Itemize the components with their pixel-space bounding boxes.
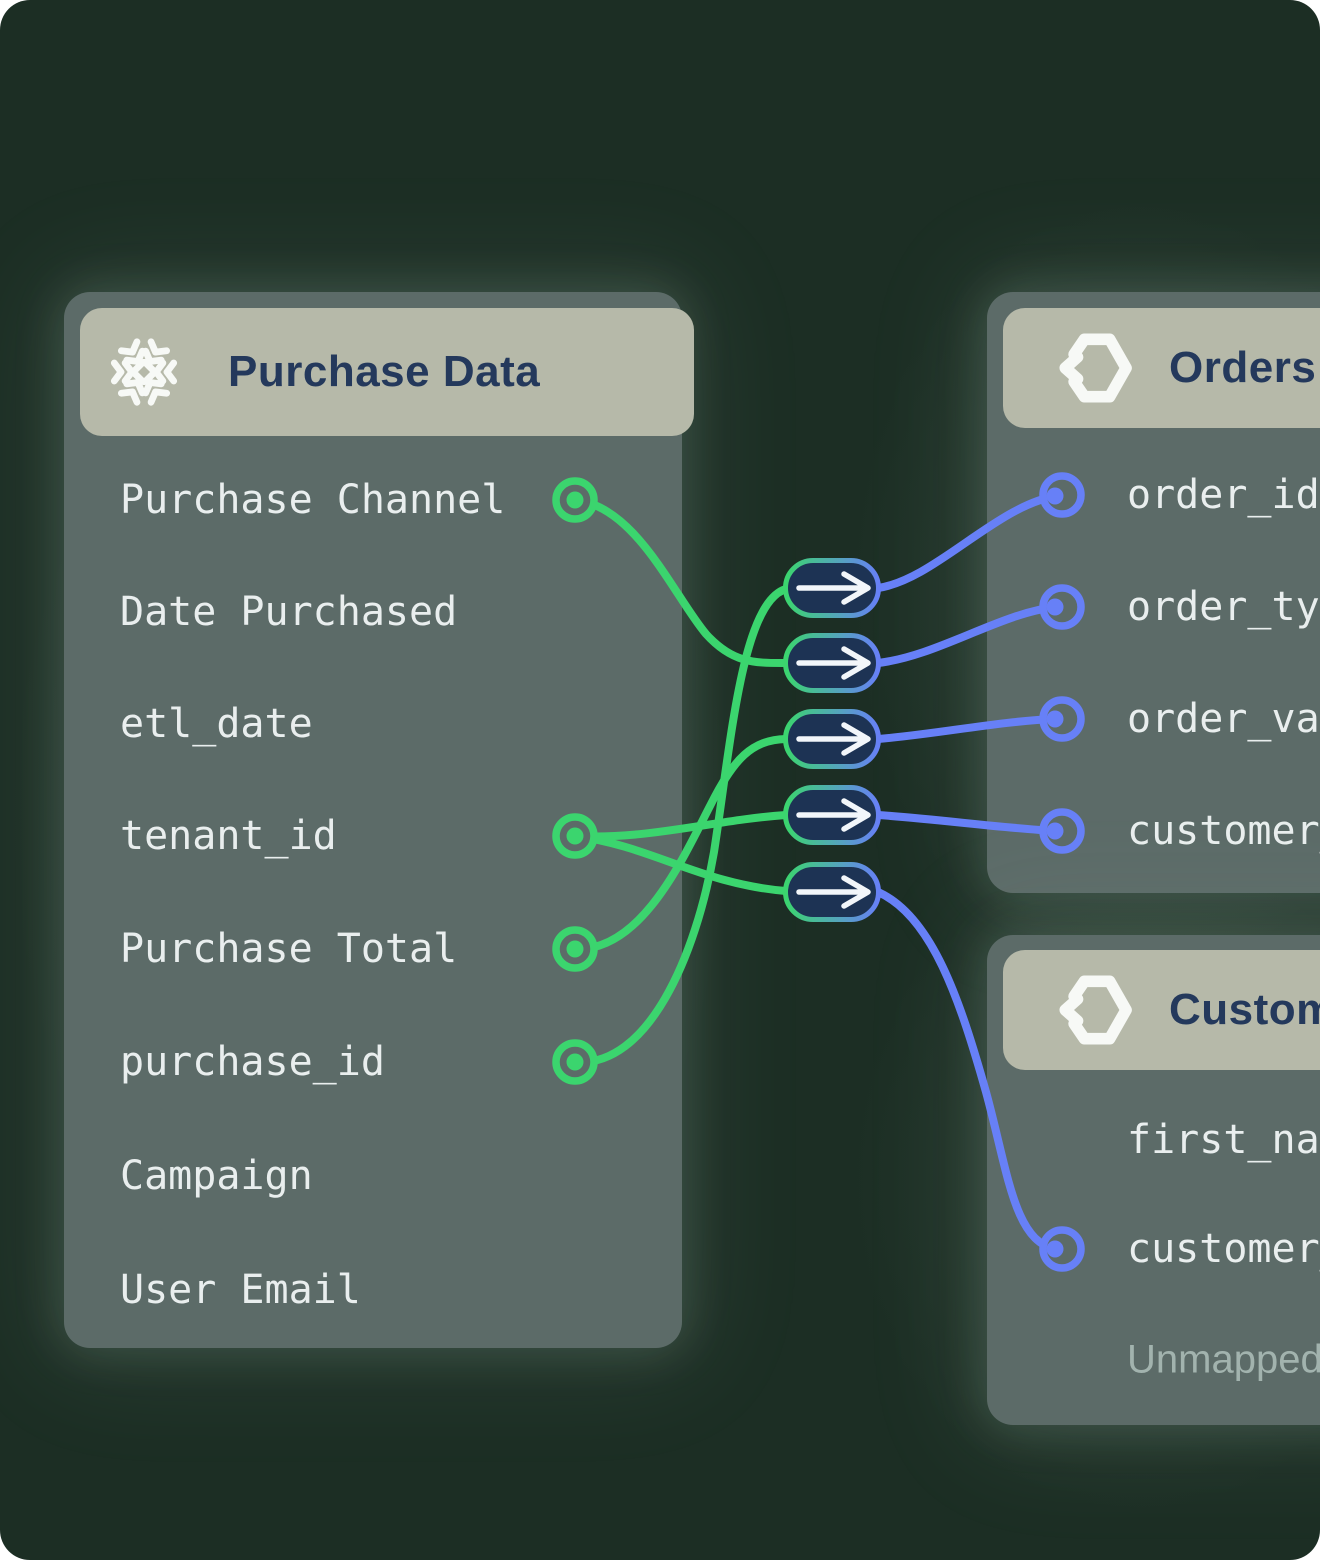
- mapping-pill-order-type[interactable]: [783, 633, 881, 693]
- arrow-right-icon: [796, 571, 871, 605]
- unmapped-label: Unmapped: [1127, 1337, 1320, 1382]
- arrow-right-icon: [796, 722, 871, 756]
- field-campaign: Campaign: [120, 1153, 313, 1199]
- mapping-pill-order-value[interactable]: [783, 709, 881, 769]
- field-first-name: first_name: [1127, 1117, 1320, 1163]
- field-purchase-id: purchase_id: [120, 1039, 385, 1085]
- panel-customers: Customers first_name customer_id Unmappe…: [987, 935, 1320, 1425]
- mapping-pill-customers-customer-id[interactable]: [783, 862, 881, 922]
- field-purchase-total: Purchase Total: [120, 926, 458, 972]
- mapping-pills: [783, 558, 881, 922]
- snowflake-icon: [110, 338, 178, 406]
- panel-orders-header: Orders: [1003, 308, 1320, 428]
- arrow-right-icon: [796, 798, 871, 832]
- panel-orders: Orders order_id order_type order_value c…: [987, 292, 1320, 893]
- panel-purchase-data-header: Purchase Data: [80, 308, 694, 436]
- panel-orders-title: Orders: [1169, 343, 1317, 392]
- panel-customers-title: Customers: [1169, 985, 1320, 1034]
- field-orders-customer-id: customer_id: [1127, 808, 1320, 854]
- field-customers-customer-id: customer_id: [1127, 1226, 1320, 1272]
- mapping-pill-order-id[interactable]: [783, 558, 881, 618]
- field-date-purchased: Date Purchased: [120, 589, 458, 635]
- field-tenant-id: tenant_id: [120, 813, 337, 859]
- mapping-pill-orders-customer-id[interactable]: [783, 785, 881, 845]
- field-order-id: order_id: [1127, 472, 1320, 518]
- hexagon-code-icon: [1059, 333, 1132, 403]
- panel-purchase-data-title: Purchase Data: [228, 347, 541, 396]
- hexagon-code-icon: [1059, 975, 1132, 1045]
- field-user-email: User Email: [120, 1267, 361, 1313]
- field-etl-date: etl_date: [120, 701, 313, 747]
- arrow-right-icon: [796, 875, 871, 909]
- field-purchase-channel: Purchase Channel: [120, 477, 506, 523]
- field-order-value: order_value: [1127, 696, 1320, 742]
- field-order-type: order_type: [1127, 584, 1320, 630]
- panel-customers-header: Customers: [1003, 950, 1320, 1070]
- arrow-right-icon: [796, 646, 871, 680]
- panel-purchase-data: Purchase Data Purchase Channel Date Purc…: [64, 292, 694, 1348]
